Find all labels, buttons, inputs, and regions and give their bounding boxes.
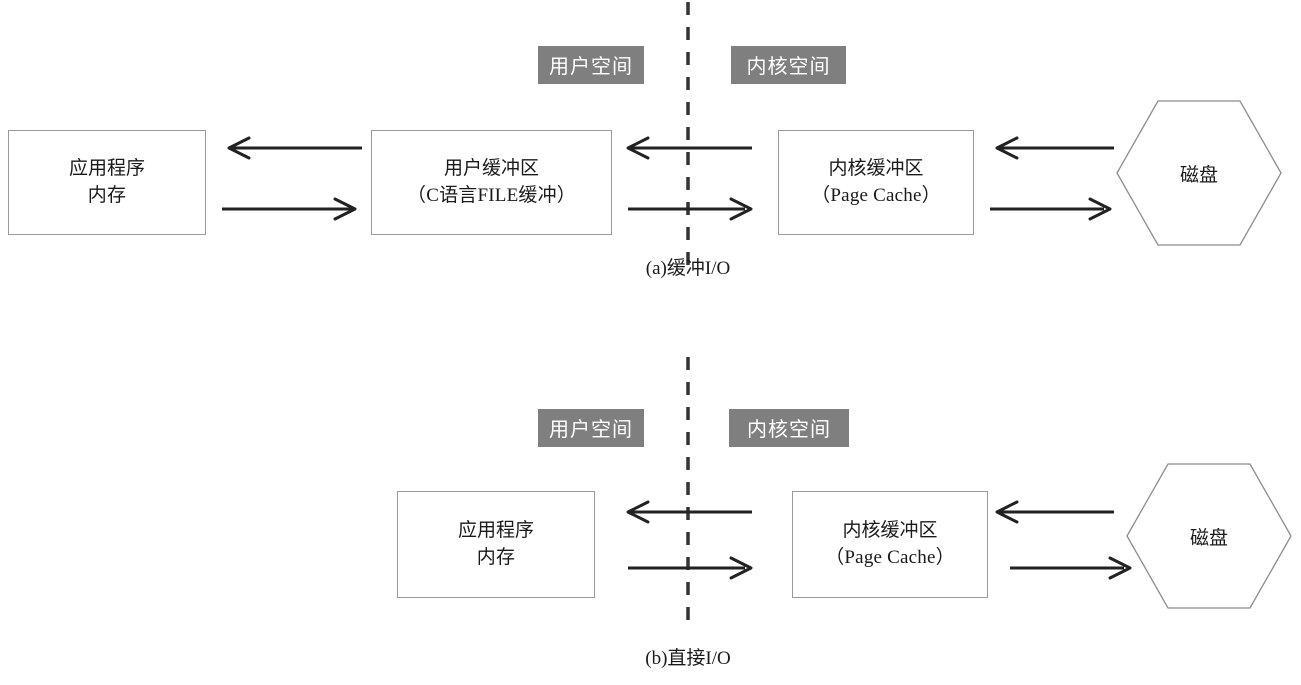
- arrow-userbuffer-to-kernelbuffer: [628, 197, 753, 221]
- space-label-user-a-text: 用户空间: [549, 56, 633, 78]
- caption-diagram-a: (a)缓冲I/O: [588, 253, 788, 280]
- space-label-kernel-b-text: 内核空间: [747, 419, 831, 441]
- node-user-buffer-a: 用户缓冲区 （C语言FILE缓冲）: [371, 130, 612, 235]
- space-label-user-b-text: 用户空间: [549, 419, 633, 441]
- caption-diagram-b-text: (b)直接I/O: [645, 648, 731, 669]
- node-app-memory-a-line2: 内存: [87, 184, 127, 206]
- node-app-memory-b-line1: 应用程序: [457, 520, 534, 542]
- arrow-kernelbuffer-to-appmem: [626, 500, 752, 524]
- arrow-disk-to-kernelbuffer: [995, 136, 1114, 160]
- node-disk-a: 磁盘: [1117, 101, 1281, 245]
- node-app-memory-a: 应用程序 内存: [8, 130, 206, 235]
- node-app-memory-a-line1: 应用程序: [68, 158, 145, 180]
- node-kernel-buffer-a-line2: （Page Cache）: [811, 184, 941, 206]
- arrow-appmem-to-userbuffer: [222, 197, 357, 221]
- space-label-user-b: 用户空间: [538, 409, 644, 447]
- arrow-userbuffer-to-appmem: [227, 136, 362, 160]
- node-kernel-buffer-a: 内核缓冲区 （Page Cache）: [778, 130, 974, 235]
- space-label-user-a: 用户空间: [538, 46, 644, 84]
- node-disk-a-label: 磁盘: [1179, 164, 1218, 186]
- arrow-disk-to-kernelbuffer-b: [995, 500, 1114, 524]
- node-disk-b-label: 磁盘: [1189, 527, 1228, 549]
- node-kernel-buffer-b-line1: 内核缓冲区: [842, 520, 938, 542]
- arrow-kernelbuffer-to-disk-b: [1010, 556, 1132, 580]
- caption-diagram-a-text: (a)缓冲I/O: [645, 258, 731, 279]
- node-user-buffer-a-line2: （C语言FILE缓冲）: [407, 184, 576, 206]
- arrow-appmem-to-kernelbuffer: [628, 556, 753, 580]
- node-user-buffer-a-line1: 用户缓冲区: [443, 158, 539, 180]
- space-label-kernel-b: 内核空间: [729, 409, 849, 447]
- space-label-kernel-a: 内核空间: [731, 46, 846, 84]
- caption-diagram-b: (b)直接I/O: [588, 643, 788, 670]
- arrow-kernelbuffer-to-disk: [990, 197, 1112, 221]
- arrow-kernelbuffer-to-userbuffer: [626, 136, 752, 160]
- node-app-memory-b: 应用程序 内存: [397, 491, 595, 598]
- node-kernel-buffer-a-line1: 内核缓冲区: [828, 158, 924, 180]
- node-disk-b: 磁盘: [1127, 464, 1291, 608]
- node-kernel-buffer-b-line2: （Page Cache）: [825, 546, 955, 568]
- node-app-memory-b-line2: 内存: [476, 546, 516, 568]
- node-kernel-buffer-b: 内核缓冲区 （Page Cache）: [792, 491, 988, 598]
- space-label-kernel-a-text: 内核空间: [746, 56, 831, 78]
